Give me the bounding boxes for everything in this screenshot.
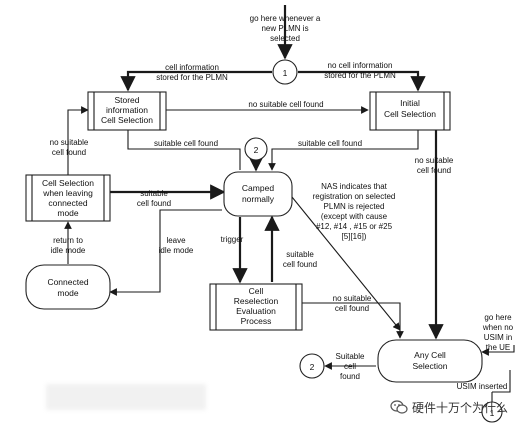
usim-note-1: go here [484,313,512,322]
usim-inserted-label: USIM inserted [457,382,508,391]
cell-reselection-box: Cell Reselection Evaluation Process [209,283,303,331]
cs-leaving-line-2: when leaving [42,188,93,198]
arrow-camped-to-any [291,196,401,331]
connector-2-top: 2 [244,137,268,161]
nas-note-4: (except with cause [321,212,388,221]
any-cell-line-1: Any Cell [414,350,446,360]
cs-leaving-line-3: connected [48,198,87,208]
no-suitable-left-2: cell found [52,148,86,157]
cs-leaving-line-1: Cell Selection [42,178,94,188]
connected-line-2: mode [57,288,79,298]
arrow-leaving-to-stored [67,106,89,175]
suitable-leaving-1: suitable [140,189,168,198]
cs-leaving-connected-box: Cell Selection when leaving connected mo… [25,174,111,222]
return-idle-1: return to [53,236,83,245]
suitable-leaving-2: cell found [137,199,171,208]
reselection-line-1: Cell [249,286,264,296]
suitable-reselect-2: cell found [283,260,317,269]
stored-info-box: Stored information Cell Selection [87,91,167,131]
connector-1-bottom-label: 1 [490,408,495,418]
cell-info-stored-2: stored for the PLMN [156,73,228,82]
arrow-usim-to-any [481,345,515,356]
nas-note-1: NAS indicates that [321,182,388,191]
usim-note: go here when no USIM in the UE [482,313,514,352]
cell-info-stored-1: cell information [165,63,219,72]
suitable-any-3: found [340,372,360,381]
camped-line-2: normally [242,194,275,204]
connected-line-1: Connected [47,277,88,287]
nas-note-2: registration on selected [313,192,396,201]
cs-leaving-line-4: mode [57,208,79,218]
suitable-any-2: cell [344,362,356,371]
any-cell-node: Any Cell Selection [377,339,483,383]
reselection-line-3: Evaluation [236,306,276,316]
wechat-icon [390,400,408,414]
no-suitable-reselect-1: no suitable [333,294,372,303]
trigger-label: trigger [221,235,244,244]
nas-note-5: #12, #14 , #15 or #25 [316,222,393,231]
top-note-line-3: selected [270,34,300,43]
no-suitable-mid: no suitable cell found [248,100,323,109]
connector-2-bottom-label: 2 [310,362,315,372]
connected-mode-node: Connected mode [25,264,111,310]
connector-1-label: 1 [283,68,288,78]
connector-2-bottom: 2 [299,353,325,379]
watermark: 硬件十万个为什么 [388,396,524,418]
return-idle-2: idle mode [51,246,86,255]
any-cell-line-2: Selection [413,361,448,371]
no-cell-info-stored-2: stored for the PLMN [324,71,396,80]
leave-idle-1: leave [166,236,186,245]
stored-info-line-2: information [106,105,148,115]
watermark-text: 硬件十万个为什么 [412,401,509,415]
suitable-right: suitable cell found [298,139,362,148]
arrow-stored-to-camped [127,130,241,170]
no-suitable-right-2: cell found [417,166,451,175]
suitable-left: suitable cell found [154,139,218,148]
top-note-line-1: go here whenever a [250,14,321,23]
usim-note-2: when no [482,323,514,332]
arrow-initial-to-camped [268,130,419,171]
reselection-line-2: Reselection [234,296,279,306]
no-suitable-left-1: no suitable [50,138,89,147]
top-note: go here whenever a new PLMN is selected [250,14,321,43]
initial-line-1: Initial [400,98,420,108]
no-suitable-reselect-2: cell found [335,304,369,313]
camped-normally-node: Camped normally [223,171,293,217]
stored-info-line-3: Cell Selection [101,115,153,125]
connector-2-label: 2 [254,145,259,155]
connector-1-bottom: 1 [481,401,503,423]
top-note-line-2: new PLMN is [261,24,308,33]
nas-note-3: PLMN is rejected [324,202,385,211]
no-cell-info-stored-1: no cell information [328,61,393,70]
arrow-to-initial [298,70,426,92]
nas-note-6: [5][16]) [342,232,367,241]
usim-note-3: USIM in [484,333,512,342]
nas-note: NAS indicates that registration on selec… [313,182,396,241]
initial-line-2: Cell Selection [384,109,436,119]
leave-idle-2: idle mode [159,246,194,255]
camped-line-1: Camped [242,183,274,193]
usim-note-4: the UE [486,343,510,352]
suitable-any-1: Suitable [336,352,365,361]
stored-info-line-1: Stored [114,95,139,105]
arrow-reselect-to-any [302,302,404,339]
initial-cell-box: Initial Cell Selection [369,91,451,131]
connector-1-top: 1 [272,59,298,85]
no-suitable-right-1: no suitable [415,156,454,165]
blurred-text-area [46,384,206,410]
suitable-reselect-1: suitable [286,250,314,259]
reselection-line-4: Process [241,316,272,326]
usim-loop-line [492,370,511,393]
arrow-to-stored-info [120,70,272,92]
arrow-camped-to-connected [109,209,222,296]
